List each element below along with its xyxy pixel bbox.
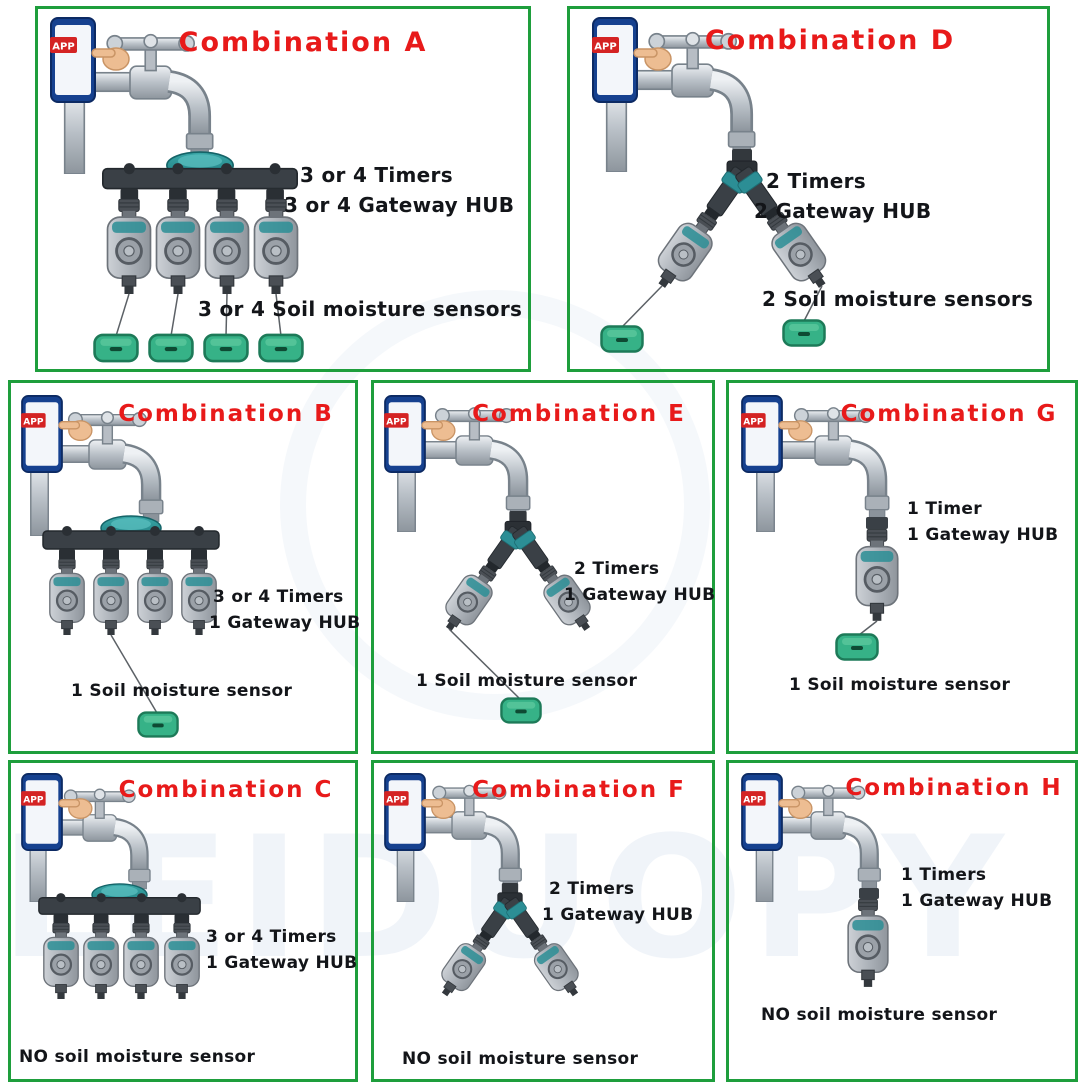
gateway-count-label: 1 Gateway HUB (542, 905, 694, 925)
phone-icon (592, 17, 638, 103)
panel-combination-e: Combination E 2 Timers 1 Gateway HUB 1 S… (371, 380, 715, 754)
phone-icon (741, 773, 783, 851)
panel-title: Combination C (118, 777, 334, 803)
timer-icon (48, 559, 86, 635)
panel-title: Combination D (704, 25, 956, 56)
panel-illustration (21, 773, 201, 999)
panel-combination-h: Combination H 1 Timers 1 Gateway HUB NO … (726, 760, 1078, 1082)
gateway-count-label: 2 Gateway HUB (754, 199, 932, 223)
timer-count-label: 2 Timers (574, 559, 660, 579)
soil-sensor-icon (782, 319, 826, 347)
panel-illustration (741, 773, 1075, 987)
manifold-icon (42, 515, 220, 562)
panel-combination-f: Combination F 2 Timers 1 Gateway HUB NO … (371, 760, 715, 1082)
connection-line (170, 293, 179, 337)
timer-icon (155, 199, 201, 294)
soil-sensor-icon (258, 333, 304, 363)
hand-icon (421, 798, 456, 820)
gateway-count-label: 3 or 4 Gateway HUB (284, 193, 515, 217)
soil-sensor-icon (500, 697, 542, 724)
timer-icon (846, 899, 890, 987)
panel-illustration (741, 395, 900, 661)
panel-title: Combination E (472, 401, 686, 427)
connection-line (858, 620, 878, 636)
hand-icon (778, 420, 813, 442)
phone-icon (50, 17, 96, 103)
gateway-count-label: 1 Gateway HUB (209, 613, 361, 633)
panel-combination-c: Combination C 3 or 4 Timers 1 Gateway HU… (8, 760, 358, 1082)
connection-line (275, 293, 282, 337)
sensor-count-label: NO soil moisture sensor (761, 1005, 998, 1025)
timer-count-label: 2 Timers (766, 169, 866, 193)
y-splitter-icon (432, 883, 588, 1003)
timer-icon (163, 923, 201, 999)
timer-count-label: 3 or 4 Timers (300, 163, 453, 187)
timer-icon (92, 559, 130, 635)
hand-icon (58, 798, 93, 820)
timer-count-label: 2 Timers (549, 879, 635, 899)
gateway-count-label: 1 Gateway HUB (206, 953, 358, 973)
timer-count-label: 3 or 4 Timers (206, 927, 337, 947)
panel-illustration (50, 17, 304, 363)
soil-sensor-icon (600, 325, 644, 353)
timer-count-label: 3 or 4 Timers (213, 587, 344, 607)
timer-icon (854, 529, 900, 621)
timer-icon (136, 559, 174, 635)
phone-icon (741, 395, 783, 473)
panel-illustration (384, 395, 712, 724)
connection-line (621, 285, 663, 328)
panel-title: Combination F (472, 777, 686, 803)
timer-count-label: 1 Timer (907, 499, 982, 519)
timer-icon (204, 199, 250, 294)
hand-icon (633, 47, 672, 71)
connection-line (225, 293, 228, 337)
phone-icon (384, 395, 426, 473)
soil-sensor-icon (148, 333, 194, 363)
sensor-count-label: 3 or 4 Soil moisture sensors (198, 297, 523, 321)
soil-sensor-icon (137, 711, 179, 738)
phone-icon (21, 395, 63, 473)
sensor-count-label: NO soil moisture sensor (19, 1047, 256, 1067)
gateway-count-label: 1 Gateway HUB (901, 891, 1053, 911)
panel-illustration (592, 17, 1047, 353)
hand-icon (58, 420, 93, 442)
hand-icon (91, 47, 130, 71)
adapter-icon (859, 888, 879, 899)
phone-icon (384, 773, 426, 851)
connection-line (110, 634, 158, 714)
connection-line (803, 285, 823, 322)
soil-sensor-icon (203, 333, 249, 363)
timer-icon (82, 923, 120, 999)
panel-combination-d: Combination D 2 Timers 2 Gateway HUB 2 S… (567, 6, 1050, 372)
hand-icon (778, 798, 813, 820)
adapter-icon (866, 517, 888, 529)
timer-icon (42, 923, 80, 999)
soil-sensor-icon (93, 333, 139, 363)
hand-icon (421, 420, 456, 442)
sensor-count-label: 1 Soil moisture sensor (789, 675, 1011, 695)
gateway-count-label: 1 Gateway HUB (564, 585, 716, 605)
sensor-count-label: 1 Soil moisture sensor (71, 681, 293, 701)
phone-icon (21, 773, 63, 851)
connection-line (115, 293, 130, 337)
timer-icon (106, 199, 152, 294)
panel-combination-b: Combination B 3 or 4 Timers 1 Gateway HU… (8, 380, 361, 754)
sensor-count-label: 1 Soil moisture sensor (416, 671, 638, 691)
panel-title: Combination H (845, 775, 1063, 801)
soil-sensor-icon (835, 633, 879, 661)
panel-combination-g: Combination G 1 Timer 1 Gateway HUB 1 So… (726, 380, 1078, 754)
sensor-count-label: 2 Soil moisture sensors (762, 287, 1034, 311)
sensor-count-label: NO soil moisture sensor (402, 1049, 639, 1069)
panel-title: Combination A (178, 27, 428, 58)
timer-count-label: 1 Timers (901, 865, 987, 885)
manifold-icon (102, 151, 299, 203)
manifold-icon (38, 883, 201, 926)
gateway-count-label: 1 Gateway HUB (907, 525, 1059, 545)
panel-illustration (21, 395, 220, 738)
panel-combination-a: Combination A 3 or 4 Timers 3 or 4 Gatew… (35, 6, 531, 372)
connection-line (448, 628, 521, 700)
panel-title: Combination G (840, 401, 1058, 427)
timer-icon (122, 923, 160, 999)
panel-title: Combination B (118, 401, 334, 427)
